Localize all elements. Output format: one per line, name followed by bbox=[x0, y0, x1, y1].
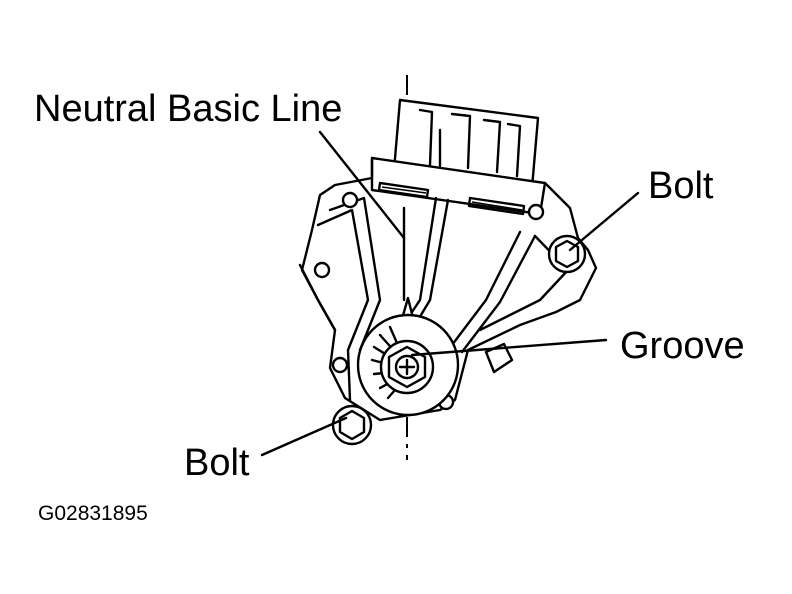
flange-slots bbox=[377, 181, 526, 216]
label-bolt-top: Bolt bbox=[648, 165, 714, 207]
bolt-bottom-left bbox=[331, 404, 373, 446]
leader-neutral-basic-line bbox=[318, 130, 406, 240]
mounting-holes bbox=[313, 191, 545, 411]
label-bolt-bottom: Bolt bbox=[184, 442, 250, 484]
leader-groove bbox=[410, 338, 608, 357]
leader-bolt-bottom bbox=[260, 416, 348, 457]
leader-bolt-top bbox=[568, 191, 640, 252]
shaft-dial bbox=[356, 313, 460, 417]
figure-id: G02831895 bbox=[38, 502, 148, 525]
label-groove: Groove bbox=[620, 325, 745, 367]
label-neutral-basic-line: Neutral Basic Line bbox=[34, 88, 342, 130]
side-tab bbox=[484, 342, 514, 374]
